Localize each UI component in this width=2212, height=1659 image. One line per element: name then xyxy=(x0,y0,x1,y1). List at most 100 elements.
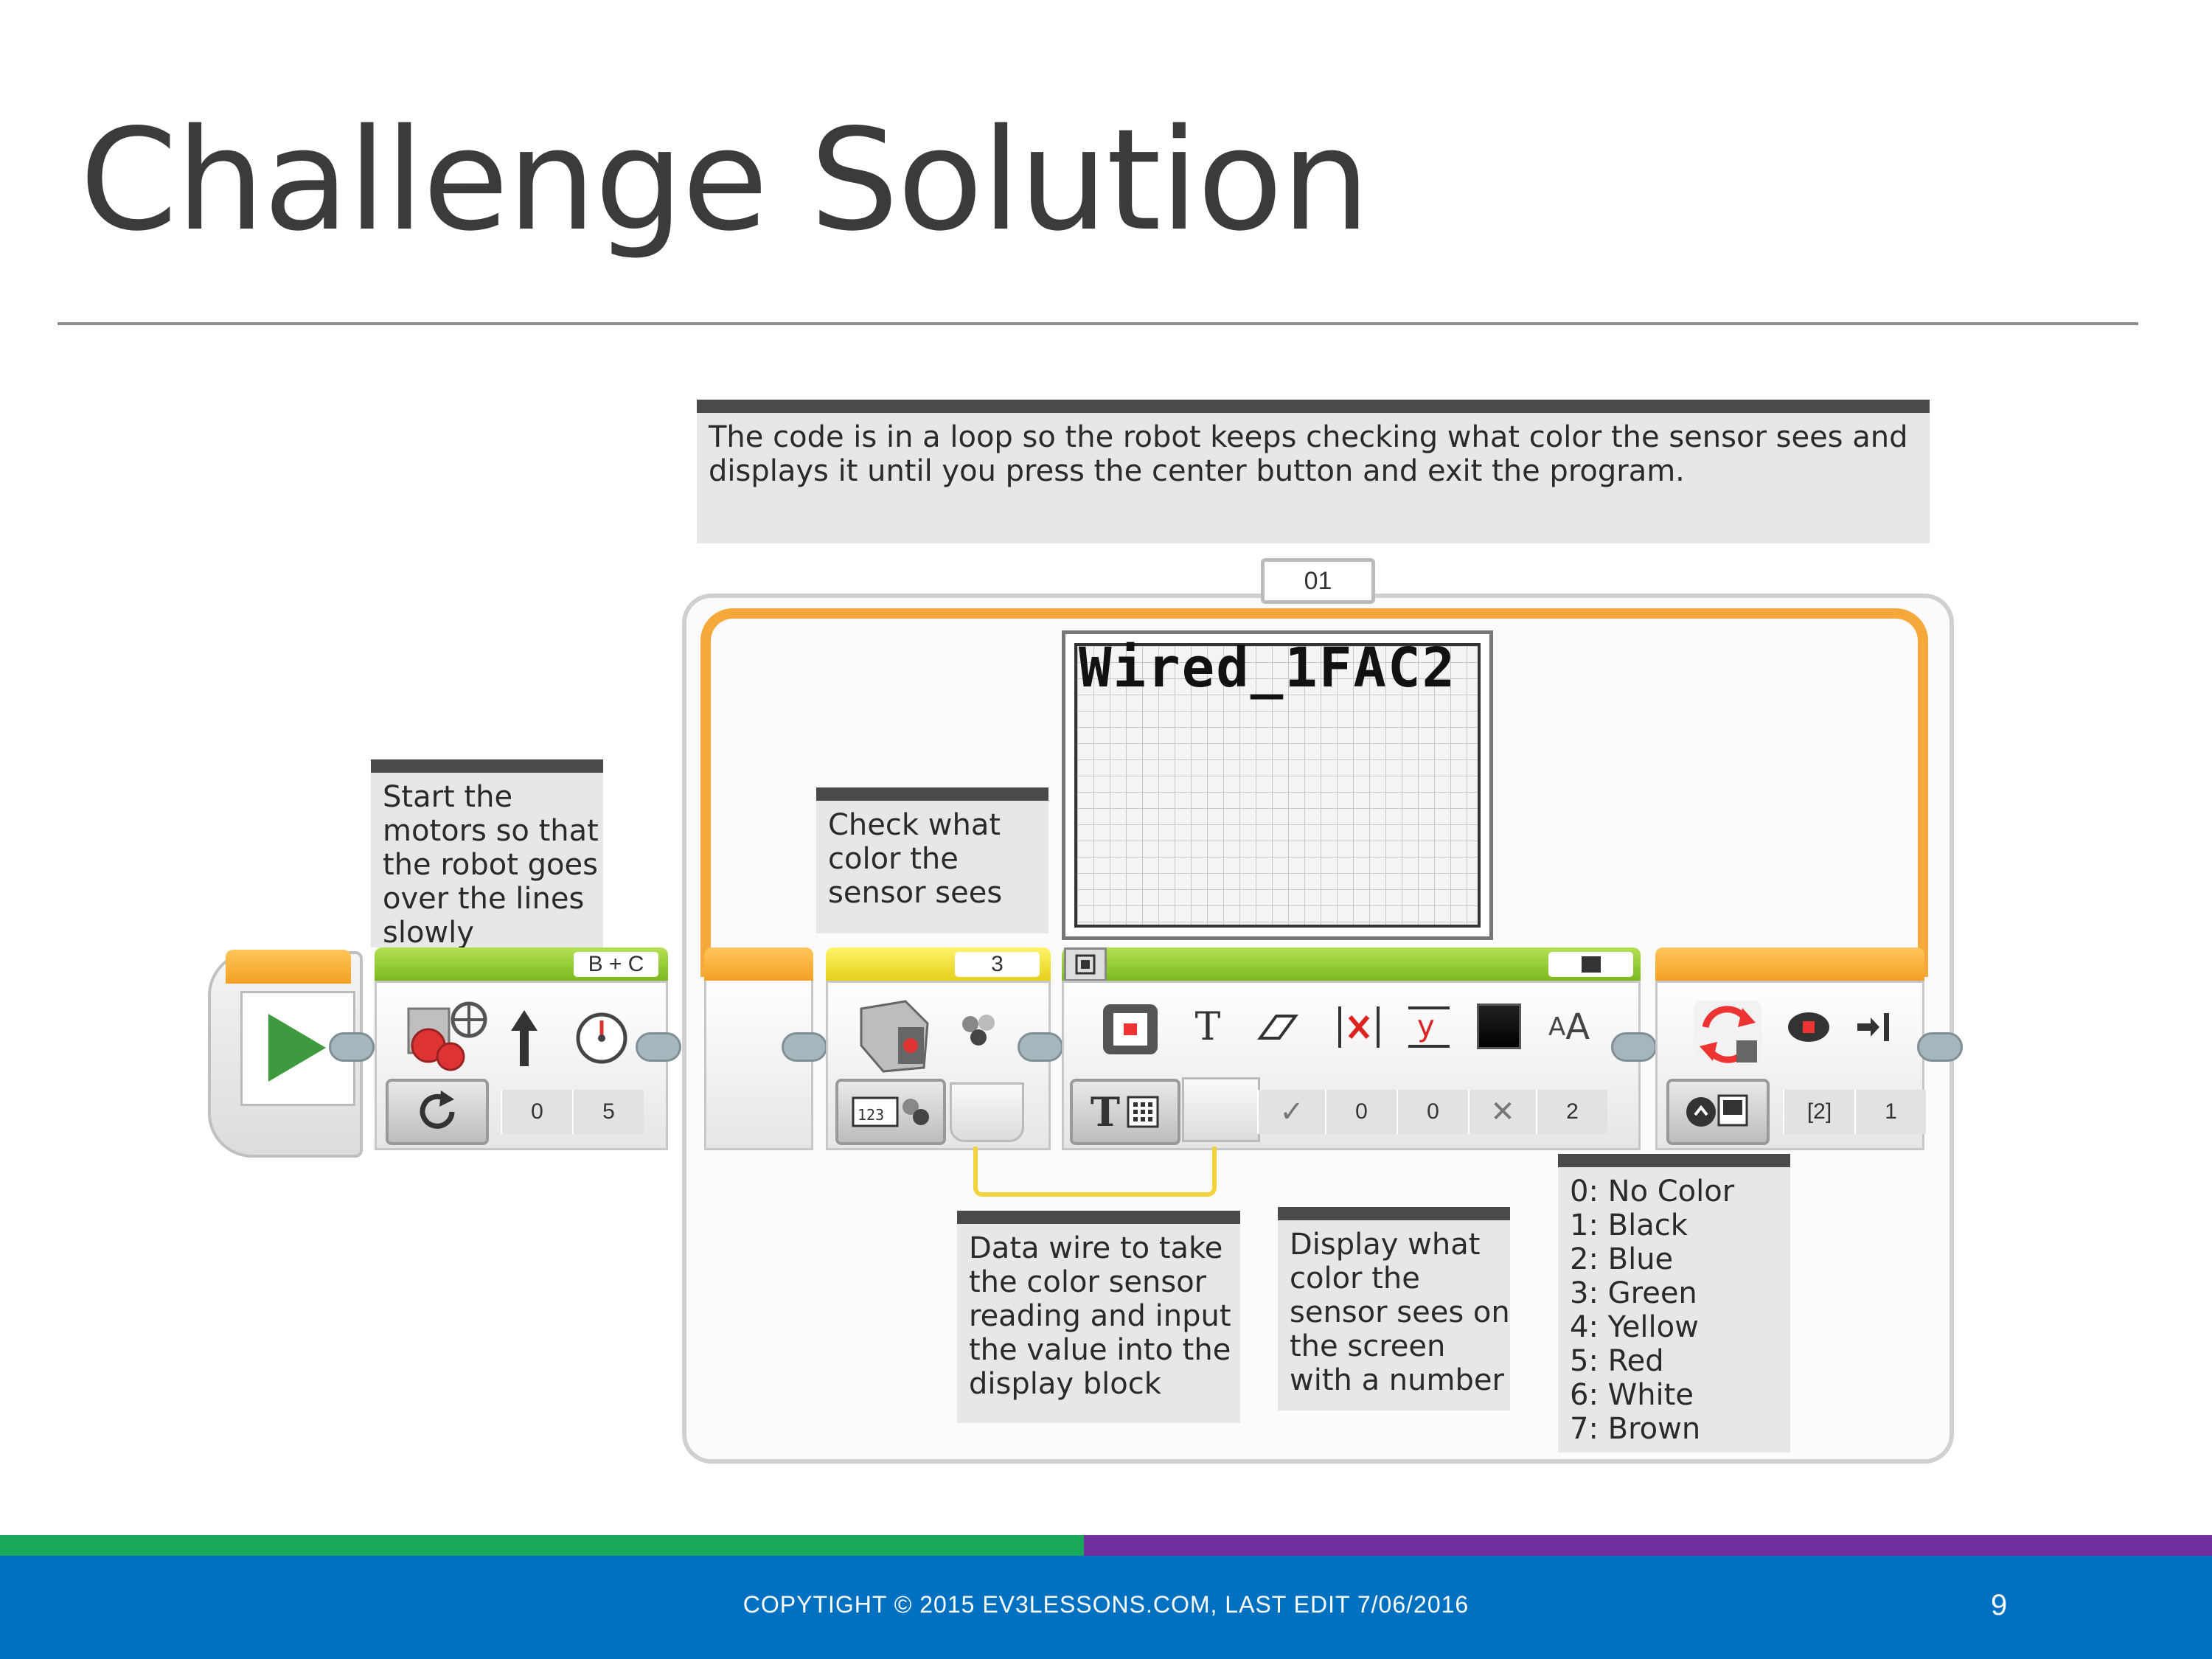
move-steering-header: B + C xyxy=(375,947,668,981)
motor-note-line: slowly xyxy=(383,916,474,947)
x-position-icon xyxy=(1333,1001,1385,1053)
loop-counter: 01 xyxy=(1261,558,1375,604)
display-preview: Wired_1FAC2 xyxy=(1062,630,1493,940)
steering-value[interactable]: 0 xyxy=(501,1090,572,1134)
sequence-connector[interactable] xyxy=(1611,1032,1657,1062)
color-list-note: 0: No Color 1: Black 2: Blue 3: Green 4:… xyxy=(1558,1154,1790,1453)
color-sensor-header: 3 xyxy=(826,947,1051,981)
svg-text:y: y xyxy=(1417,1009,1435,1043)
slide-title: Challenge Solution xyxy=(80,99,1370,262)
display-preview-text: Wired_1FAC2 xyxy=(1079,636,1457,700)
sensor-note: Check what color the sensor sees xyxy=(816,787,1048,933)
display-note-line: Display what xyxy=(1290,1228,1481,1262)
steering-arrow-icon xyxy=(506,1005,543,1071)
wire-note: Data wire to take the color sensor readi… xyxy=(957,1211,1240,1423)
sensor-output-plug[interactable] xyxy=(950,1082,1024,1142)
display-note-line: with a number xyxy=(1290,1363,1504,1397)
motor-ports[interactable]: B + C xyxy=(574,952,658,977)
y-position-icon: y xyxy=(1403,1001,1455,1053)
display-screen-icon xyxy=(1093,996,1167,1062)
sequence-connector[interactable] xyxy=(1917,1032,1963,1062)
loop-note-line: displays it until you press the center b… xyxy=(709,454,1685,488)
motor-note-line: motors so that xyxy=(383,814,599,848)
footer-green-stripe xyxy=(0,1535,1084,1556)
loop-exit-block[interactable]: [2] 1 xyxy=(1655,981,1926,1150)
page-number: 9 xyxy=(1991,1589,2008,1621)
x-mark-icon: ✕ xyxy=(1490,1096,1515,1128)
color-list-item: 4: Yellow xyxy=(1570,1310,1699,1344)
start-block[interactable] xyxy=(208,950,363,1158)
display-note-line: color the xyxy=(1290,1262,1420,1295)
play-icon xyxy=(268,1014,326,1082)
wire-note-line: Data wire to take xyxy=(969,1231,1223,1265)
color-list-item: 6: White xyxy=(1570,1378,1694,1412)
check-icon: ✓ xyxy=(1279,1096,1304,1128)
y-value[interactable]: 0 xyxy=(1397,1090,1468,1134)
motor-note-line: over the lines xyxy=(383,882,585,916)
sequence-connector[interactable] xyxy=(636,1032,681,1062)
font-value[interactable]: 2 xyxy=(1536,1090,1607,1134)
color-list-item: 1: Black xyxy=(1570,1208,1688,1242)
sensor-port[interactable]: 3 xyxy=(955,952,1040,977)
color-list-item: 0: No Color xyxy=(1570,1175,1735,1208)
mode-selector-on[interactable] xyxy=(386,1079,489,1145)
display-text-grid-mode[interactable]: T xyxy=(1070,1079,1180,1145)
brick-port-icon[interactable] xyxy=(1548,952,1633,977)
color-list-item: 3: Green xyxy=(1570,1276,1697,1310)
display-note-line: the screen xyxy=(1290,1329,1446,1363)
move-steering-block[interactable]: 0 5 xyxy=(375,981,668,1150)
display-note-line: sensor sees on xyxy=(1290,1295,1510,1329)
color-sensor-block[interactable]: 123 xyxy=(826,981,1051,1150)
svg-text:123: 123 xyxy=(858,1106,884,1124)
sequence-connector[interactable] xyxy=(1018,1032,1063,1062)
display-header xyxy=(1062,947,1641,981)
loop-start-segment xyxy=(704,981,813,1150)
start-header xyxy=(226,950,351,984)
x-value[interactable]: 0 xyxy=(1325,1090,1397,1134)
steering-motor-icon xyxy=(403,998,491,1079)
power-value[interactable]: 5 xyxy=(572,1090,644,1134)
brick-buttons-icon xyxy=(1783,1005,1834,1049)
display-note: Display what color the sensor sees on th… xyxy=(1278,1207,1510,1411)
color-sensor-icon xyxy=(850,990,939,1079)
footer-purple-stripe xyxy=(1084,1535,2212,1556)
clear-screen-check[interactable]: ✓ xyxy=(1257,1090,1325,1134)
footer-copyright: COPYTIGHT © 2015 EV3LESSONS.COM, LAST ED… xyxy=(742,1591,1470,1618)
button-ids-value[interactable]: [2] xyxy=(1783,1090,1854,1134)
sensor-note-line: color the xyxy=(828,842,959,876)
clear-screen-icon xyxy=(1252,1005,1304,1049)
motor-note-line: Start the xyxy=(383,780,513,814)
color-dots-icon xyxy=(953,1009,1005,1053)
sensor-note-line: sensor sees xyxy=(828,876,1003,910)
footer-bar xyxy=(0,1556,2212,1659)
wire-note-line: display block xyxy=(969,1367,1161,1401)
loop-note-line: The code is in a loop so the robot keeps… xyxy=(709,420,1908,454)
title-divider xyxy=(58,322,2138,325)
data-wire[interactable] xyxy=(973,1147,1217,1197)
power-gauge-icon xyxy=(568,1004,635,1070)
measure-color-mode[interactable]: 123 xyxy=(835,1079,946,1145)
sequence-connector[interactable] xyxy=(782,1032,827,1062)
wire-note-line: the color sensor xyxy=(969,1265,1207,1299)
color-icon xyxy=(1477,1004,1521,1049)
loop-swap-icon xyxy=(1687,994,1768,1075)
color-list-item: 7: Brown xyxy=(1570,1412,1701,1446)
color-false-toggle[interactable]: ✕ xyxy=(1468,1090,1536,1134)
loop-note: The code is in a loop so the robot keeps… xyxy=(697,400,1930,543)
text-input-plug[interactable] xyxy=(1182,1077,1260,1142)
wire-note-line: the value into the xyxy=(969,1333,1231,1367)
brick-buttons-mode[interactable] xyxy=(1666,1079,1770,1145)
loop-end-header xyxy=(1655,947,1924,981)
sequence-connector[interactable] xyxy=(329,1032,375,1062)
loop-return-path xyxy=(700,608,1928,977)
color-list-item: 5: Red xyxy=(1570,1344,1664,1378)
preview-toggle-icon[interactable] xyxy=(1064,947,1107,981)
button-state-value[interactable]: 1 xyxy=(1854,1090,1926,1134)
start-button[interactable] xyxy=(240,991,355,1106)
loop-start-header xyxy=(704,947,813,981)
color-list-item: 2: Blue xyxy=(1570,1242,1674,1276)
sensor-note-line: Check what xyxy=(828,808,1001,842)
text-icon: T xyxy=(1194,1005,1221,1049)
